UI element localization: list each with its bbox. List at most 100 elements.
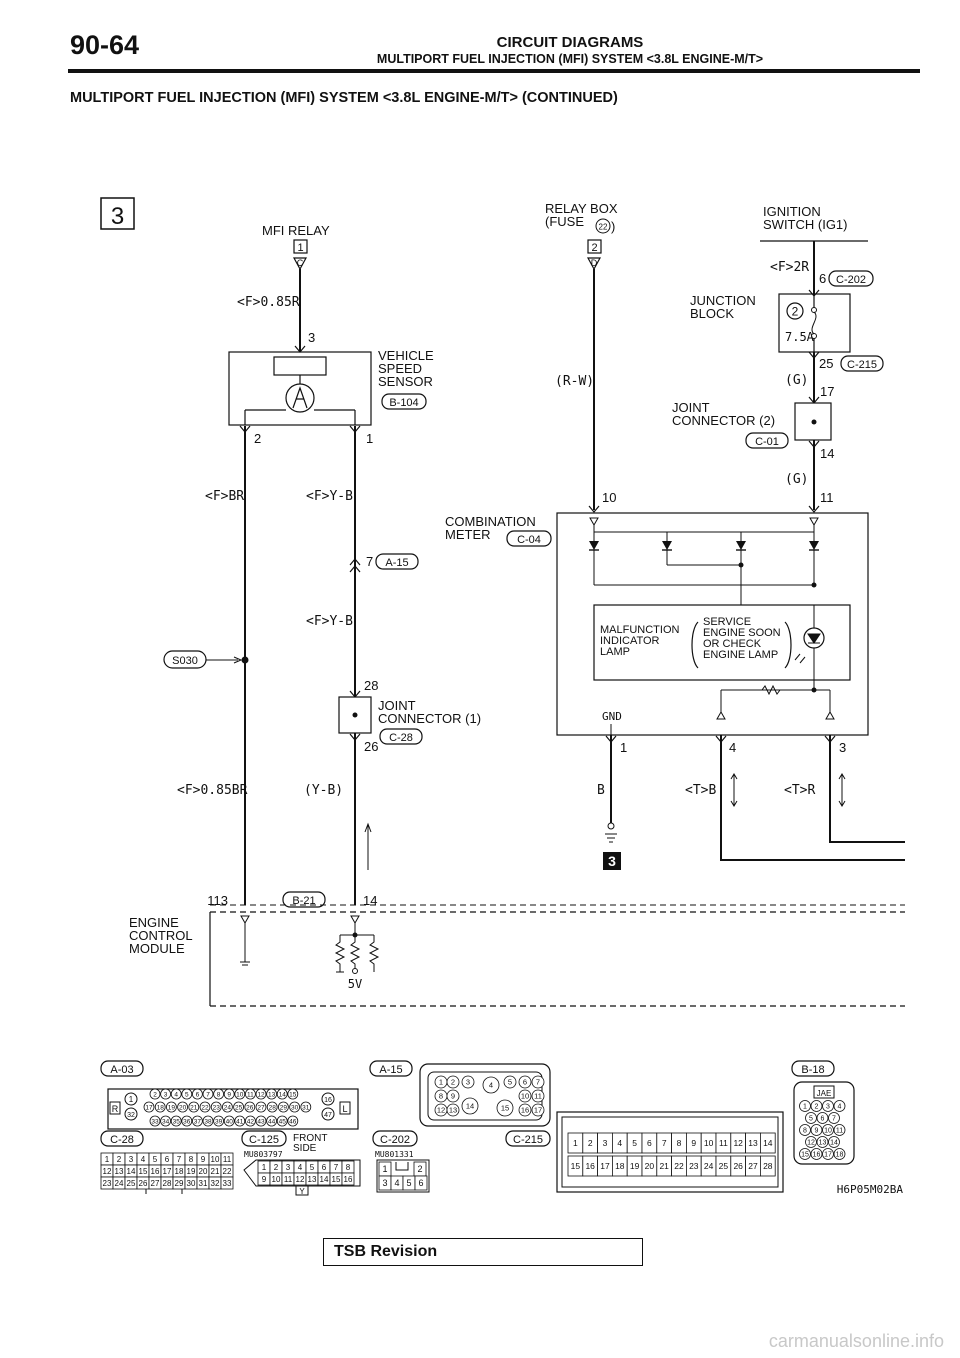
a03-pin-37: 37 bbox=[194, 1118, 202, 1125]
c01-conn: C-01 bbox=[755, 436, 779, 448]
jb-label-text-line-2: BLOCK bbox=[690, 306, 734, 321]
a03-pin-37-circle bbox=[191, 1115, 203, 1127]
ign-wire: <F>2R bbox=[770, 260, 809, 275]
c28-pin-20: 20 bbox=[199, 1167, 208, 1176]
a03-pin-45-circle bbox=[276, 1115, 288, 1127]
meter-label-text: COMBINATION bbox=[445, 514, 536, 529]
relay-box-ref: 2 bbox=[591, 242, 597, 254]
fuse-22-circle bbox=[595, 218, 611, 234]
wire-fyb-1: <F>Y-B bbox=[306, 489, 353, 504]
c215-pin-24: 24 bbox=[704, 1161, 714, 1171]
jb-fuse-no: 2 bbox=[792, 305, 799, 319]
c215-pin-27: 27 bbox=[748, 1161, 758, 1171]
vss-label-text: VEHICLE bbox=[378, 348, 434, 363]
a15-pin-14: 14 bbox=[466, 1102, 474, 1111]
b18-pin-8-circle bbox=[799, 1124, 811, 1136]
a15-pin-8: 8 bbox=[439, 1092, 443, 1101]
c215-pin-23: 23 bbox=[689, 1161, 699, 1171]
a03-pin-14: 14 bbox=[279, 1091, 287, 1098]
c28-pin-6: 6 bbox=[165, 1155, 170, 1164]
vss-pin-2: 2 bbox=[254, 431, 261, 446]
a03-pin-46-circle bbox=[287, 1115, 299, 1127]
c215-pin-21: 21 bbox=[659, 1161, 669, 1171]
b18-pin-11-circle bbox=[833, 1124, 846, 1136]
a15-pin-17: 17 bbox=[534, 1106, 542, 1115]
a03-pin-45: 45 bbox=[279, 1118, 287, 1125]
b18-pin-16-circle bbox=[810, 1148, 823, 1160]
c215-pin-5: 5 bbox=[632, 1138, 637, 1148]
a15-pin-16-circle bbox=[518, 1103, 532, 1117]
b18-pin-1-circle bbox=[799, 1100, 811, 1112]
c28-pin-3: 3 bbox=[129, 1155, 134, 1164]
a03-pin-38: 38 bbox=[204, 1118, 212, 1125]
vss-pin-3: 3 bbox=[308, 330, 315, 345]
b18-pin-13-circle bbox=[816, 1136, 829, 1148]
tsb-revision: TSB Revision bbox=[334, 1243, 438, 1260]
meter-label-text-line-2: METER bbox=[445, 527, 491, 542]
b18-pin-1: 1 bbox=[803, 1104, 807, 1111]
wire-tr: <T>R bbox=[784, 783, 815, 798]
b18-pin-3-circle bbox=[822, 1100, 834, 1112]
wire-tb: <T>B bbox=[685, 783, 716, 798]
splice-dot bbox=[241, 656, 249, 664]
a03-pin-44-circle bbox=[266, 1115, 278, 1127]
a03-pin-2-circle bbox=[149, 1088, 161, 1100]
c125-part: MU803797 bbox=[244, 1150, 283, 1159]
a03-pin-19: 19 bbox=[168, 1104, 176, 1111]
ecm-conn: B-21 bbox=[292, 895, 315, 907]
a03-pin-46: 46 bbox=[289, 1118, 297, 1125]
b18-pin-12: 12 bbox=[807, 1140, 815, 1147]
jc2-label-text: JOINT bbox=[672, 400, 710, 415]
vehicle-speed-sensor bbox=[228, 351, 372, 426]
a03-pin-17-circle bbox=[143, 1101, 155, 1113]
meter-pin-3: 3 bbox=[839, 740, 846, 755]
a03-pin-8: 8 bbox=[217, 1091, 221, 1098]
c215-pin-25: 25 bbox=[719, 1161, 729, 1171]
c125-pin-6: 6 bbox=[322, 1163, 327, 1172]
a03-pin-24-circle bbox=[221, 1101, 233, 1113]
wire-f085r: <F>0.85R bbox=[237, 295, 300, 310]
a03-pin-31: 31 bbox=[302, 1104, 310, 1111]
ecm-pin-113: 113 bbox=[207, 893, 228, 908]
header-title: CIRCUIT DIAGRAMS bbox=[496, 34, 644, 51]
jc1-label-text: JOINT bbox=[378, 698, 416, 713]
a03-pin-10: 10 bbox=[236, 1091, 244, 1098]
a03-pin-36-circle bbox=[181, 1115, 193, 1127]
c215-conn-box bbox=[840, 355, 884, 372]
b18-pin-18-circle bbox=[833, 1148, 846, 1160]
a15-pin-14-circle bbox=[461, 1097, 479, 1115]
c215-pin-10: 10 bbox=[704, 1138, 714, 1148]
a03-pin-21-circle bbox=[188, 1101, 200, 1113]
a03-pin-23-circle bbox=[210, 1101, 222, 1113]
jb-rating: 7.5A bbox=[785, 330, 815, 344]
a03-pin-15-circle bbox=[287, 1088, 299, 1100]
meter-pin-10: 10 bbox=[602, 490, 616, 505]
a15-pin-10: 10 bbox=[521, 1092, 529, 1101]
continuation-marker-box bbox=[603, 852, 621, 870]
wire-fyb-2: <F>Y-B bbox=[306, 614, 353, 629]
c28-pin-26: 26 bbox=[139, 1179, 148, 1188]
b18-pin-12-circle bbox=[805, 1136, 817, 1148]
sheet-marker: 3 bbox=[111, 203, 124, 230]
ecm-label-text-line-3: MODULE bbox=[129, 941, 185, 956]
c215-pin-4: 4 bbox=[617, 1138, 622, 1148]
relay-box-label: RELAY BOX (FUSE bbox=[545, 201, 621, 229]
b18-pin-9: 9 bbox=[815, 1128, 819, 1135]
a03-pin-21: 21 bbox=[190, 1104, 198, 1111]
a03-pin-44: 44 bbox=[268, 1118, 276, 1125]
c215-pin-17: 17 bbox=[600, 1161, 610, 1171]
a03-pin-5-circle bbox=[181, 1088, 193, 1100]
a03-pin-24: 24 bbox=[224, 1104, 232, 1111]
a03-pin-41-circle bbox=[234, 1115, 246, 1127]
jc1-pin-28: 28 bbox=[364, 678, 378, 693]
c215-pin-13: 13 bbox=[748, 1138, 758, 1148]
a03-pin-12-circle bbox=[255, 1088, 267, 1100]
c215-pin-20: 20 bbox=[645, 1161, 655, 1171]
a03-pin-29-circle bbox=[277, 1101, 289, 1113]
